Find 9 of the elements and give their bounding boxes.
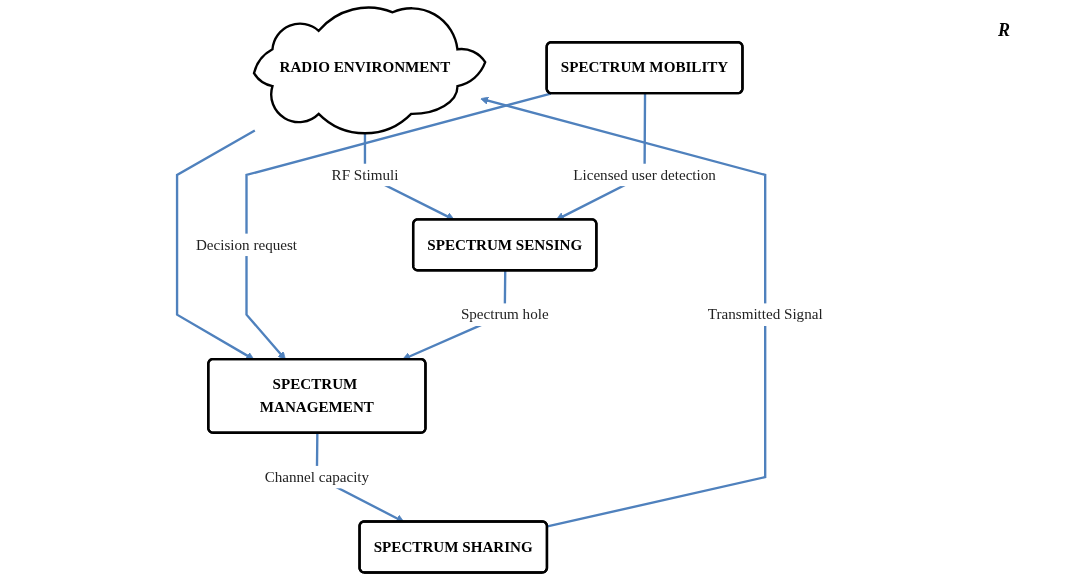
edge-label: Spectrum hole (461, 306, 549, 323)
note-text: R (998, 20, 1011, 41)
edge-label: RF Stimuli (331, 166, 399, 183)
arrow (176, 129, 256, 360)
arrow (480, 96, 767, 528)
edge-label: Channel capacity (264, 468, 370, 485)
edge-label: Decision request (196, 236, 298, 253)
edge-label: Licensed user detection (573, 166, 717, 183)
edge-label: Transmitted Signal (707, 306, 823, 323)
